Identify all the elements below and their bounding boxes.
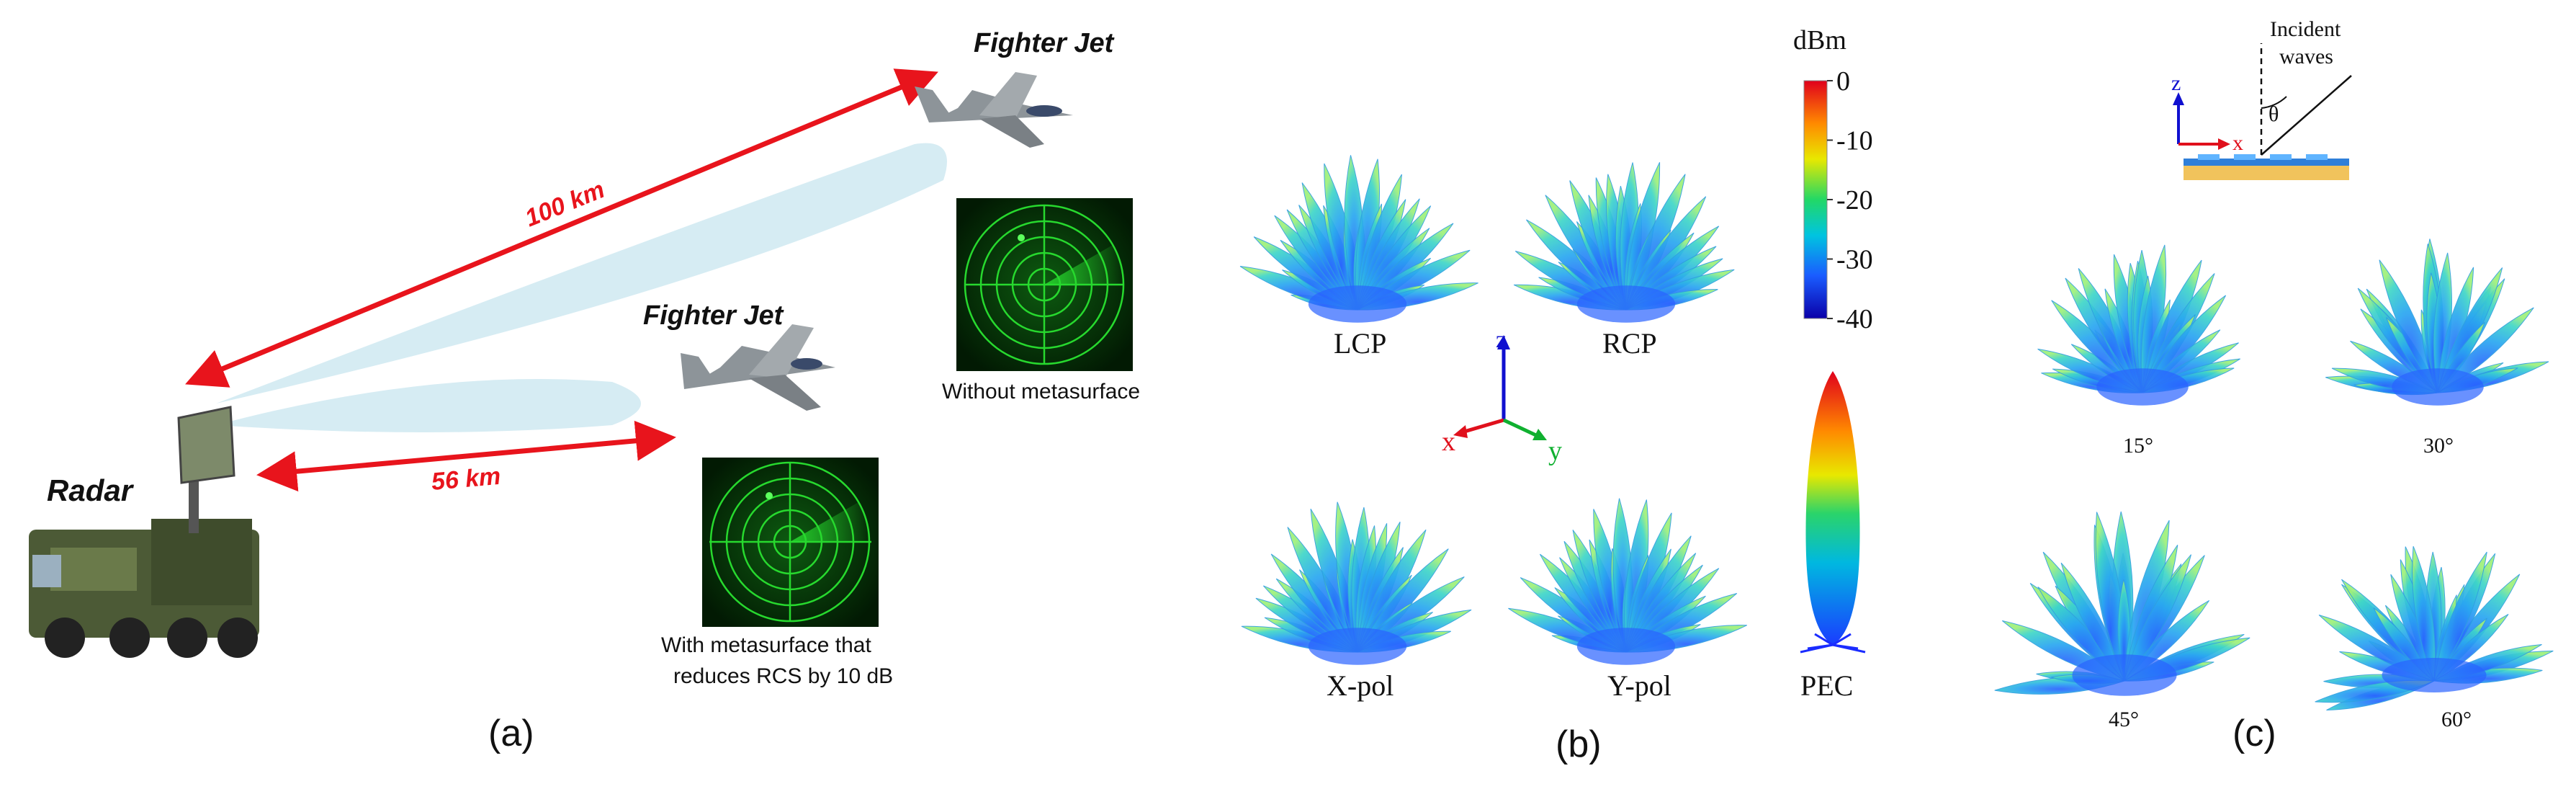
distance-far-label: 100 km	[521, 176, 609, 232]
colorbar-tick-label: -10	[1836, 126, 1873, 156]
pattern-lcp-icon	[1239, 155, 1478, 323]
angle-15: 15°	[2123, 434, 2153, 458]
colorbar-tick-label: 0	[1836, 66, 1850, 97]
colorbar	[1803, 80, 1828, 319]
scattering-lobe	[2124, 554, 2192, 682]
panel-a-label: (a)	[488, 713, 534, 754]
incident-wave-diagram	[2173, 43, 2352, 180]
lobe-core	[2392, 368, 2484, 406]
beam-near	[216, 379, 641, 432]
colorbar-ticks: 0 -10 -20 -30 -40	[1827, 66, 1873, 334]
angle-30: 30°	[2423, 434, 2454, 458]
angle-45: 45°	[2109, 708, 2139, 731]
radar-truck-icon	[29, 406, 259, 658]
pattern-45deg-icon	[1994, 511, 2250, 696]
scattering-lobe	[2433, 551, 2487, 682]
lobe-core	[1576, 285, 1676, 323]
axis-z-b: z	[1496, 326, 1507, 353]
arrow-56km	[256, 420, 676, 492]
lobe-core	[1576, 628, 1676, 665]
caption-without: Without metasurface	[942, 380, 1140, 404]
distance-near-label: 56 km	[430, 463, 501, 496]
label-pec: PEC	[1800, 669, 1853, 702]
incident-label-line1: Incident	[2270, 17, 2341, 41]
panel-a: 100 km 56 km Radar Fighter Jet	[29, 28, 1140, 754]
axis-y-b: y	[1548, 436, 1562, 466]
jet-far-label: Fighter Jet	[974, 28, 1115, 58]
colorbar-tick-label: -40	[1836, 304, 1873, 334]
lobe-core	[2382, 658, 2487, 692]
label-ypol: Y-pol	[1607, 669, 1671, 702]
arrow-100km	[185, 68, 938, 388]
pattern-pec-icon	[1800, 371, 1866, 654]
fighter-jet-near-icon	[681, 324, 835, 411]
axis-x-c: x	[2232, 131, 2243, 155]
label-rcp: RCP	[1602, 327, 1657, 360]
lobe-core	[2096, 368, 2189, 406]
pattern-30deg-icon	[2325, 239, 2549, 406]
lobe-core	[1308, 285, 1407, 323]
panel-c: Incident waves θ z x 15° 30° 45° 60° (c)	[1994, 17, 2554, 754]
radar-scope-with-icon	[702, 458, 879, 627]
pattern-rcp-icon	[1513, 162, 1735, 323]
colorbar-tick-label: -20	[1836, 185, 1873, 215]
label-xpol: X-pol	[1327, 669, 1394, 702]
fighter-jet-far-icon	[915, 72, 1073, 148]
label-lcp: LCP	[1334, 327, 1386, 360]
colorbar-tick-label: -30	[1836, 245, 1873, 275]
caption-with-line1: With metasurface that	[661, 633, 871, 657]
incident-label-line2: waves	[2279, 45, 2333, 68]
pattern-ypol-icon	[1508, 498, 1748, 665]
colorbar-unit: dBm	[1793, 25, 1846, 55]
panel-b-label: (b)	[1556, 723, 1602, 765]
angle-60: 60°	[2441, 708, 2472, 731]
radar-scope-without-icon	[956, 198, 1133, 371]
pattern-60deg-icon	[2315, 545, 2554, 711]
lobe-core	[1308, 628, 1407, 665]
pattern-xpol-icon	[1241, 502, 1472, 665]
panel-c-label: (c)	[2232, 713, 2276, 754]
scattering-lobe	[2412, 545, 2436, 682]
axes-triad-b-icon	[1453, 335, 1547, 440]
panel-b: LCP RCP X-pol Y-pol PEC z x	[1239, 25, 1873, 765]
axis-x-b: x	[1442, 427, 1455, 457]
radar-label: Radar	[47, 473, 135, 507]
caption-with-line2: reduces RCS by 10 dB	[673, 664, 893, 688]
jet-near-label: Fighter Jet	[643, 300, 784, 331]
theta-label: θ	[2268, 102, 2279, 126]
lobe-core	[2072, 654, 2177, 696]
axis-z-c: z	[2171, 71, 2181, 95]
pattern-15deg-icon	[2037, 244, 2240, 406]
